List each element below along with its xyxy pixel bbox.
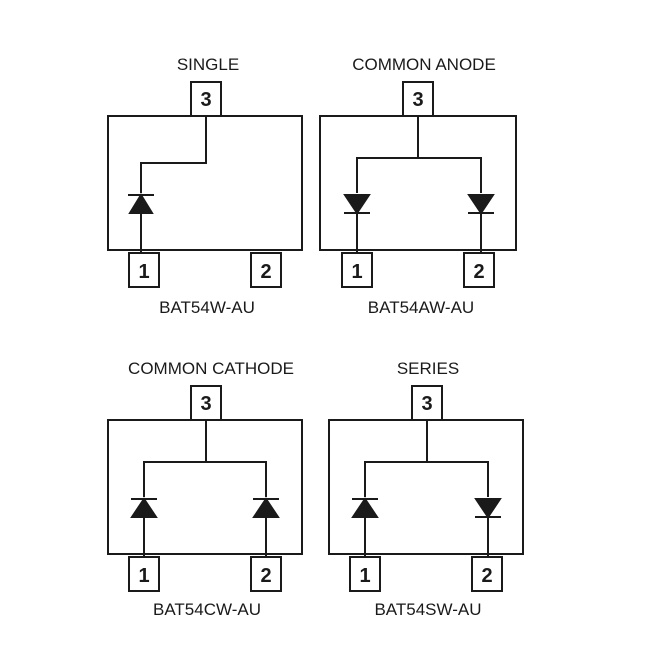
single-pin2-box — [250, 252, 282, 288]
series-pin1-label: 1 — [359, 565, 370, 587]
common-cathode-pin2-label: 2 — [260, 565, 271, 587]
series-package: SERIES 3 1 2 BAT54SW-AU — [328, 359, 524, 619]
common-cathode-package: COMMON CATHODE 3 1 2 BAT54CW-AU — [107, 359, 303, 619]
common-anode-title: COMMON ANODE — [352, 55, 496, 74]
common-anode-diode-right-icon — [467, 194, 495, 215]
common-cathode-pin1-label: 1 — [138, 565, 149, 587]
single-package: SINGLE 3 1 2 BAT54W-AU — [107, 55, 303, 317]
series-pin3-label: 3 — [421, 393, 432, 415]
common-anode-diode-left-icon — [343, 194, 371, 215]
series-pin2-label: 2 — [481, 565, 492, 587]
common-anode-wire-bus — [356, 157, 482, 193]
series-diode-right-icon — [474, 498, 502, 519]
common-cathode-title: COMMON CATHODE — [128, 359, 294, 378]
common-anode-pin2-label: 2 — [473, 261, 484, 283]
single-pin1-box — [128, 252, 160, 288]
series-part-number: BAT54SW-AU — [374, 600, 481, 619]
common-cathode-pin3-label: 3 — [200, 393, 211, 415]
single-part-number: BAT54W-AU — [159, 298, 255, 317]
common-cathode-part-number: BAT54CW-AU — [153, 600, 261, 619]
common-anode-part-number: BAT54AW-AU — [368, 298, 474, 317]
single-pin3-label: 3 — [200, 89, 211, 111]
series-diode-left-icon — [351, 497, 379, 518]
single-diode-icon — [128, 193, 154, 214]
common-cathode-diode-right-icon — [252, 497, 280, 518]
common-cathode-wire-bus — [143, 461, 267, 497]
single-pin1-label: 1 — [138, 261, 149, 283]
single-wire-top — [140, 116, 207, 193]
common-cathode-diode-left-icon — [130, 497, 158, 518]
common-anode-package: COMMON ANODE 3 1 2 BAT54AW-AU — [319, 55, 517, 317]
series-title: SERIES — [397, 359, 459, 378]
common-anode-pin1-label: 1 — [351, 261, 362, 283]
series-wire-bus — [364, 461, 489, 497]
common-anode-pin3-label: 3 — [412, 89, 423, 111]
common-anode-pin2-box — [463, 252, 495, 288]
single-pin2-label: 2 — [260, 261, 271, 283]
single-title: SINGLE — [177, 55, 239, 74]
